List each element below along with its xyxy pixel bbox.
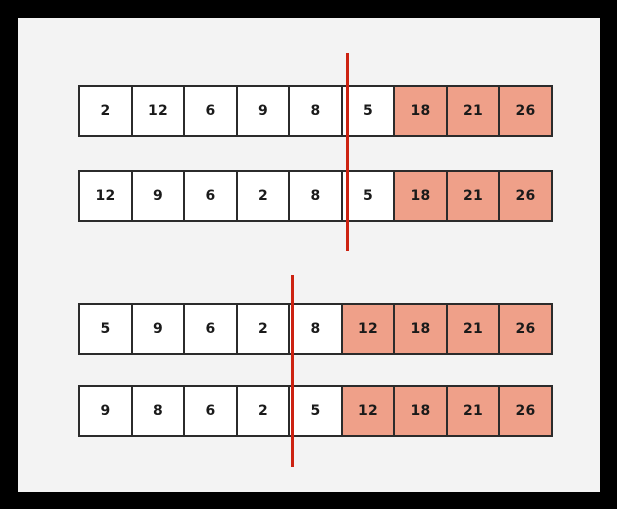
array-cell-sorted[interactable]: 21 xyxy=(445,385,501,437)
array-cell[interactable]: 2 xyxy=(235,303,291,355)
array-cell-sorted[interactable]: 21 xyxy=(445,85,501,137)
array-row-1: 2 12 6 9 8 5 18 21 26 xyxy=(78,85,553,137)
array-cell-sorted[interactable]: 12 xyxy=(340,385,396,437)
array-cell[interactable]: 8 xyxy=(288,303,343,355)
array-cell-sorted[interactable]: 18 xyxy=(393,170,448,222)
array-cell[interactable]: 9 xyxy=(235,85,291,137)
array-cell-sorted[interactable]: 21 xyxy=(445,303,501,355)
array-cell[interactable]: 5 xyxy=(340,170,396,222)
array-cell[interactable]: 2 xyxy=(235,170,291,222)
array-cell-sorted[interactable]: 26 xyxy=(498,85,553,137)
array-row-4: 9 8 6 2 5 12 18 21 26 xyxy=(78,385,553,437)
array-cell-sorted[interactable]: 26 xyxy=(498,303,553,355)
array-cell[interactable]: 9 xyxy=(130,303,186,355)
array-cell[interactable]: 2 xyxy=(235,385,291,437)
diagram-canvas: 2 12 6 9 8 5 18 21 26 12 9 6 2 8 5 18 21… xyxy=(18,18,600,492)
array-cell-sorted[interactable]: 26 xyxy=(498,170,553,222)
array-cell-sorted[interactable]: 18 xyxy=(393,303,448,355)
array-cell[interactable]: 6 xyxy=(183,85,238,137)
array-cell[interactable]: 9 xyxy=(78,385,133,437)
array-row-2: 12 9 6 2 8 5 18 21 26 xyxy=(78,170,553,222)
array-cell[interactable]: 8 xyxy=(288,85,343,137)
array-cell[interactable]: 2 xyxy=(78,85,133,137)
array-cell[interactable]: 6 xyxy=(183,385,238,437)
array-cell[interactable]: 5 xyxy=(78,303,133,355)
array-cell-sorted[interactable]: 18 xyxy=(393,85,448,137)
array-cell-sorted[interactable]: 18 xyxy=(393,385,448,437)
array-cell-sorted[interactable]: 26 xyxy=(498,385,553,437)
array-row-3: 5 9 6 2 8 12 18 21 26 xyxy=(78,303,553,355)
array-cell[interactable]: 8 xyxy=(130,385,186,437)
sorted-boundary-divider-bottom xyxy=(291,275,294,467)
array-cell[interactable]: 12 xyxy=(78,170,133,222)
array-cell-sorted[interactable]: 12 xyxy=(340,303,396,355)
array-cell[interactable]: 8 xyxy=(288,170,343,222)
sorted-boundary-divider-top xyxy=(346,53,349,251)
array-cell[interactable]: 9 xyxy=(130,170,186,222)
array-cell[interactable]: 12 xyxy=(130,85,186,137)
array-cell[interactable]: 5 xyxy=(288,385,343,437)
array-cell[interactable]: 6 xyxy=(183,303,238,355)
array-cell[interactable]: 5 xyxy=(340,85,396,137)
array-cell-sorted[interactable]: 21 xyxy=(445,170,501,222)
array-cell[interactable]: 6 xyxy=(183,170,238,222)
